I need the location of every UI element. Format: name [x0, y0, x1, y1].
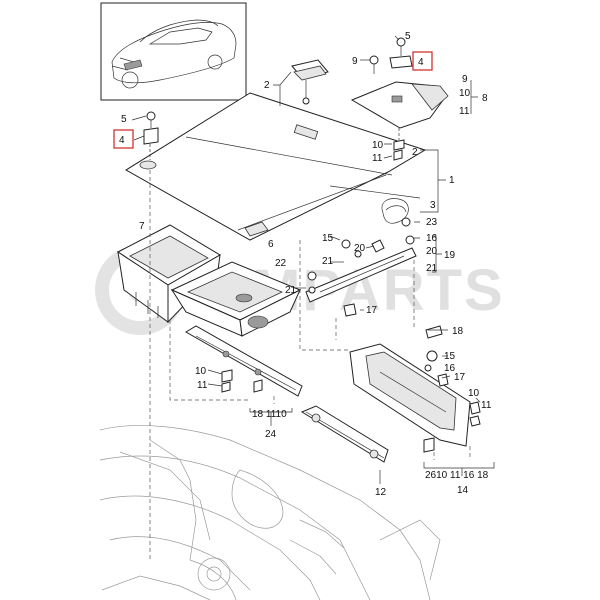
callout-group-24: 18 1110 — [252, 409, 287, 420]
leader-lines — [131, 35, 495, 560]
left-bracket — [143, 111, 159, 160]
floor-panel — [300, 405, 389, 463]
callout-16-rail: 16 — [426, 233, 438, 244]
luggage-cover-panel — [125, 92, 427, 241]
callout-1: 1 — [449, 175, 455, 186]
callout-18-panel: 18 — [452, 326, 464, 337]
callout-19: 19 — [444, 250, 456, 261]
callout-21-left: 21 — [285, 285, 297, 296]
callout-17-rail: 17 — [366, 305, 378, 316]
highlight-box-part-4-right — [412, 51, 433, 71]
callout-3: 3 — [430, 200, 436, 211]
callout-2-top: 2 — [264, 80, 270, 91]
callout-16-panel: 16 — [444, 363, 456, 374]
callout-17-panel: 17 — [454, 372, 466, 383]
callout-9-group: 9 — [462, 74, 468, 85]
callout-22: 22 — [275, 258, 287, 269]
callout-4-right: 4 — [418, 57, 424, 68]
callout-10-bracket: 10 — [195, 366, 207, 377]
cross-bracket — [185, 325, 303, 397]
callout-11-panel: 11 — [481, 400, 492, 411]
callout-20-rail: 20 — [426, 246, 438, 257]
callout-14: 14 — [457, 485, 469, 496]
callout-9-top: 9 — [352, 56, 358, 67]
callout-12: 12 — [375, 487, 387, 498]
callout-21-rail: 21 — [426, 263, 438, 274]
support-rail — [305, 239, 417, 317]
callout-20-clip: 20 — [354, 243, 366, 254]
callout-7: 7 — [139, 221, 145, 232]
callout-5-left: 5 — [121, 114, 127, 125]
callout-8: 8 — [482, 93, 488, 104]
callout-11-group: 11 — [459, 106, 470, 117]
callout-21-clip: 21 — [322, 256, 334, 267]
second-tray — [170, 261, 302, 337]
callout-10-panel: 10 — [468, 388, 480, 399]
vehicle-thumbnail — [100, 2, 247, 101]
callout-4-left: 4 — [119, 135, 125, 146]
side-trim-panel — [350, 37, 449, 161]
callout-5-right: 5 — [405, 31, 411, 42]
storage-cover-clip — [291, 59, 329, 105]
callout-11-trim: 11 — [372, 153, 383, 164]
callout-6: 6 — [268, 239, 274, 250]
callout-10-trim: 10 — [372, 140, 384, 151]
callout-15-rail: 15 — [322, 233, 334, 244]
callout-2-right: 2 — [412, 147, 418, 158]
callout-24: 24 — [265, 429, 277, 440]
callout-10-group: 10 — [459, 88, 471, 99]
callout-11-bracket: 11 — [197, 380, 208, 391]
callout-23: 23 — [426, 217, 438, 228]
rear-panel-assembly — [349, 325, 481, 453]
callout-group-14: 2610 11 16 18 — [425, 470, 489, 481]
callout-15-panel: 15 — [444, 351, 456, 362]
cable-loop — [381, 198, 415, 245]
callout-numbers: 2 5 4 5 9 4 9 10 8 11 10 11 2 1 3 23 16 … — [119, 31, 492, 498]
highlight-box-part-4-left — [113, 129, 134, 149]
vehicle-body-outline — [99, 425, 441, 600]
